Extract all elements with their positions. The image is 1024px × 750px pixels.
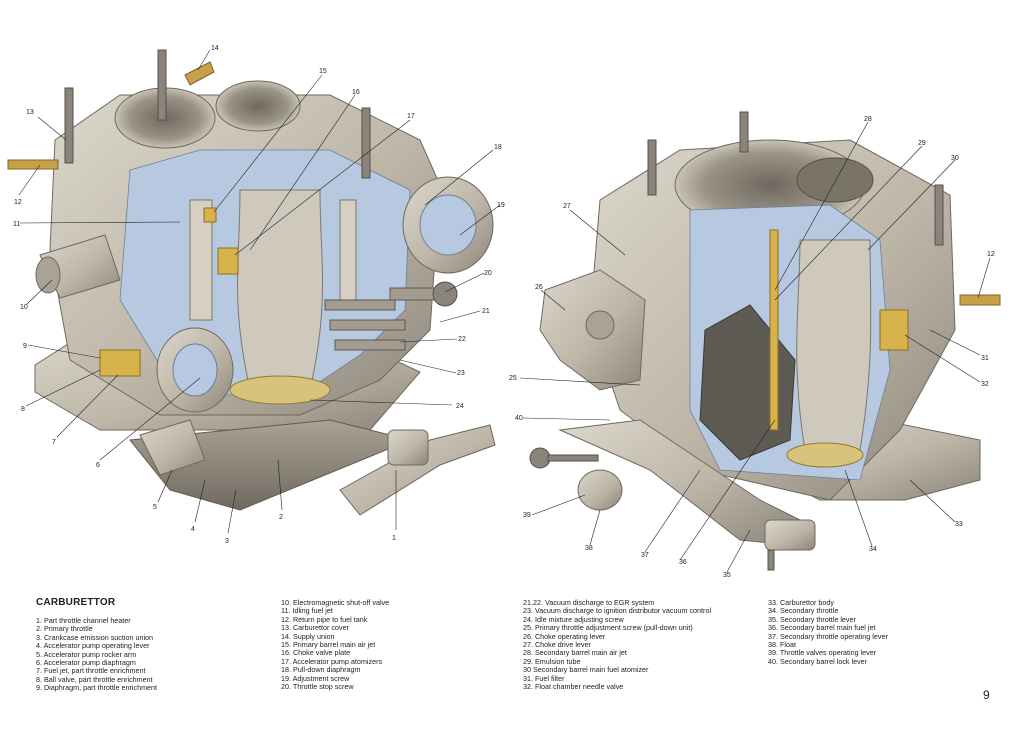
- legend-item: 6. Accelerator pump diaphragm: [36, 658, 136, 668]
- callout-9: 9: [23, 343, 27, 350]
- legend-item: 17. Accelerator pump atomizers: [281, 656, 383, 666]
- legend-title: CARBURETTOR: [36, 597, 116, 608]
- callout-20: 20: [484, 270, 492, 277]
- callout-19: 19: [497, 202, 505, 209]
- legend-column-1: 1. Part throttle channel heater 2. Prima…: [36, 616, 158, 693]
- callout-7: 7: [52, 439, 56, 446]
- callout-34: 34: [869, 546, 877, 553]
- legend-item: 24. Idle mixture adjusting screw: [523, 614, 624, 624]
- legend-item: 18. Pull-down diaphragm: [281, 665, 361, 675]
- callout-26: 26: [535, 284, 543, 291]
- legend-item: 11. Idling fuel jet: [281, 606, 333, 616]
- callout-23: 23: [457, 370, 465, 377]
- legend-item: 40. Secondary barrel lock lever: [768, 656, 868, 666]
- callout-30: 30: [951, 155, 959, 162]
- legend-item: 2. Primary throttle: [36, 624, 93, 634]
- callout-1: 1: [392, 535, 396, 542]
- legend-item: 9. Diaphragm, part throttle enrichment: [36, 683, 158, 693]
- callout-3: 3: [225, 538, 229, 545]
- legend-item: 31. Fuel filter: [523, 673, 565, 683]
- callout-10: 10: [20, 304, 28, 311]
- legend-item: 27. Choke drive lever: [523, 640, 591, 650]
- callout-8: 8: [21, 406, 25, 413]
- legend-item: 5. Accelerator pump rocker arm: [36, 649, 137, 659]
- legend-item: 26. Choke operating lever: [523, 631, 606, 641]
- legend-item: 15. Primary barrel main air jet: [281, 640, 376, 650]
- callout-35: 35: [723, 572, 731, 579]
- legend-item: 1. Part throttle channel heater: [36, 616, 131, 625]
- callout-12-right: 12: [987, 251, 995, 258]
- callout-25: 25: [509, 375, 517, 382]
- callout-32: 32: [981, 381, 989, 388]
- legend-item: 29. Emulsion tube: [523, 656, 581, 666]
- legend-item: 28. Secondary barrel main air jet: [523, 648, 627, 658]
- callout-5: 5: [153, 504, 157, 511]
- legend-item: 36. Secondary barrel main fuel jet: [768, 623, 876, 633]
- legend-item: 20. Throttle stop screw: [281, 682, 354, 692]
- legend-item: 39. Throttle valves operating lever: [768, 648, 877, 658]
- callout-38: 38: [585, 545, 593, 552]
- legend-item: 37. Secondary throttle operating lever: [768, 631, 888, 641]
- callout-37: 37: [641, 552, 649, 559]
- carburettor-cutaway-illustration: 1 2 3 4 5 6 7 8 9 10 11 12 13 14 15 16 1…: [7, 45, 1001, 579]
- callout-14: 14: [211, 45, 219, 52]
- callout-2: 2: [279, 514, 283, 521]
- legend-item: 35. Secondary throttle lever: [768, 614, 856, 624]
- left-carburettor-view: [7, 49, 496, 516]
- callout-numbers: 1 2 3 4 5 6 7 8 9 10 11 12 13 14 15 16 1…: [13, 45, 995, 579]
- legend-item: 8. Ball valve, part throttle enrichment: [36, 674, 153, 684]
- callout-6: 6: [96, 462, 100, 469]
- callout-11: 11: [13, 221, 20, 228]
- callout-31: 31: [981, 355, 989, 362]
- legend-item: 30 Secondary barrel main fuel atomizer: [523, 665, 649, 675]
- callout-28: 28: [864, 116, 872, 123]
- legend-item: 23. Vacuum discharge to ignition distrib…: [523, 606, 712, 616]
- callout-16: 16: [352, 89, 360, 96]
- legend-item: 33. Carburettor body: [768, 598, 834, 607]
- legend-column-2: 10. Electromagnetic shut-off valve 11. I…: [281, 598, 390, 692]
- legend-item: 7. Fuel jet, part throttle enrichment: [36, 666, 146, 676]
- callout-4: 4: [191, 526, 195, 533]
- legend-item: 25. Primary throttle adjustment screw (p…: [523, 623, 693, 633]
- legend-column-4: 33. Carburettor body 34. Secondary throt…: [768, 598, 888, 666]
- callout-36: 36: [679, 559, 687, 566]
- callout-39: 39: [523, 512, 531, 519]
- legend-item: 32. Float chamber needle valve: [523, 682, 624, 692]
- callout-22: 22: [458, 336, 466, 343]
- legend-item: 10. Electromagnetic shut-off valve: [281, 598, 390, 607]
- legend-column-3: 21.22. Vacuum discharge to EGR system 23…: [523, 598, 712, 692]
- right-carburettor-view: [529, 111, 1001, 571]
- legend-item: 12. Return pipe to fuel tank: [281, 614, 368, 624]
- legend-item: 3. Crankcase emission suction union: [36, 632, 154, 642]
- callout-27: 27: [563, 203, 571, 210]
- callout-15: 15: [319, 68, 327, 75]
- legend-item: 21.22. Vacuum discharge to EGR system: [523, 598, 655, 607]
- legend-item: 34. Secondary throttle: [768, 606, 839, 616]
- callout-leaders: [18, 49, 991, 573]
- legend-item: 14. Supply union: [281, 631, 335, 641]
- legend-item: 4. Accelerator pump operating lever: [36, 641, 150, 651]
- legend-item: 19. Adjustment screw: [281, 673, 350, 683]
- callout-13: 13: [26, 109, 34, 116]
- callout-24: 24: [456, 403, 464, 410]
- legend-item: 16. Choke valve plate: [281, 648, 351, 658]
- callout-17: 17: [407, 113, 415, 120]
- legend-item: 13. Carburettor cover: [281, 623, 349, 633]
- callout-33: 33: [955, 521, 963, 528]
- callout-40: 40: [515, 415, 523, 422]
- callout-21: 21: [482, 308, 490, 315]
- legend-item: 38. Float: [768, 640, 796, 650]
- page-number: 9: [983, 688, 990, 702]
- callout-29: 29: [918, 140, 926, 147]
- callout-12: 12: [14, 199, 22, 206]
- callout-18: 18: [494, 144, 502, 151]
